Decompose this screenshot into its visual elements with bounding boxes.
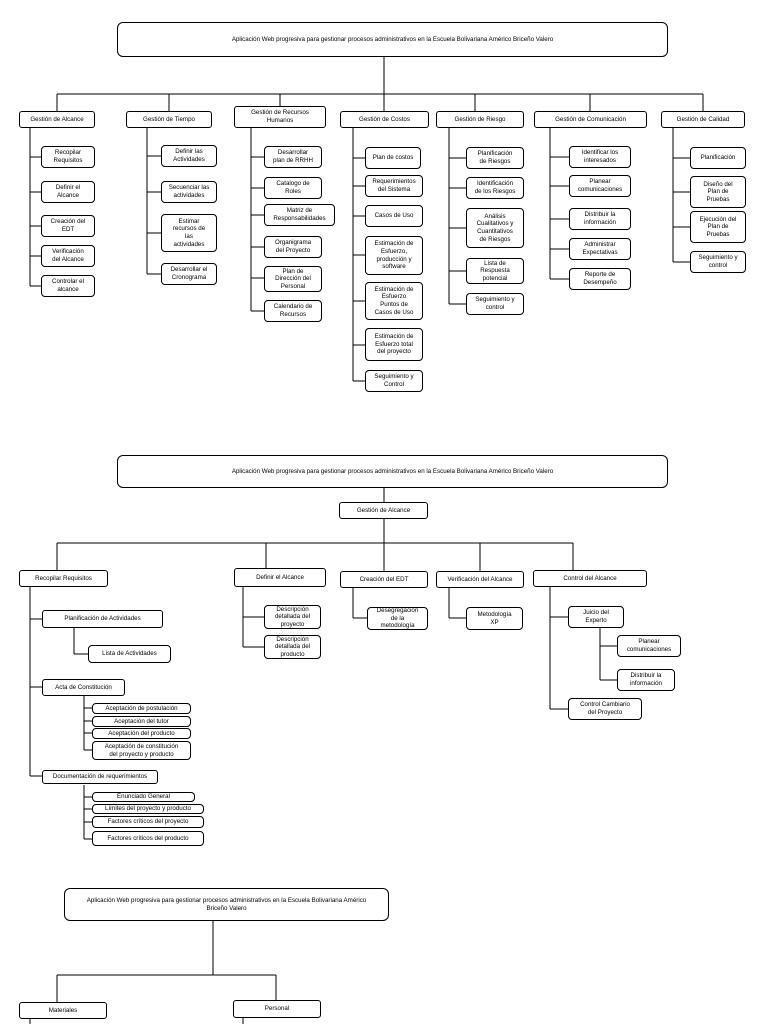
d1-calidad-item: Diseño del Plan de Pruebas (690, 176, 746, 208)
d1-branch-comunicacion: Gestión de Comunicación (534, 111, 647, 128)
d1-comunicacion-item: Administrar Expectativas (569, 238, 631, 260)
d1-branch-costos: Gestión de Costos (340, 111, 429, 128)
d1-rrhh-item: Catalogo de Roles (264, 177, 322, 199)
d1-branch-alcance: Gestión de Alcance (19, 111, 95, 128)
d2-root: Gestión de Alcance (339, 502, 428, 519)
d1-costos-item: Requerimientos del Sistema (365, 175, 423, 197)
d1-costos-item: Seguimiento y Control (365, 370, 423, 392)
d3-branch-materiales: Materiales (19, 1002, 107, 1019)
diagram1-title: Aplicación Web progresiva para gestionar… (117, 22, 668, 57)
d1-tiempo-item: Desarrollar el Cronograma (161, 263, 217, 285)
d1-tiempo-item: Definir las Actividades (161, 145, 217, 167)
d1-tiempo-item: Secuenciar las actividades (161, 181, 217, 203)
d1-branch-rrhh: Gestión de Recursos Humanos (234, 106, 326, 128)
d1-costos-item: Estimación de Esfuerzo Puntos de Casos d… (365, 282, 423, 320)
d2-doc-item: Factores críticos del proyecto (92, 816, 204, 828)
d1-alcance-item: Verificación del Alcance (41, 245, 95, 267)
d2-doc-item: Factores críticos del producto (92, 831, 204, 846)
d2-branch-recopilar: Recopilar Requisitos (19, 570, 108, 587)
diagram3-title: Aplicación Web progresiva para gestionar… (64, 888, 389, 921)
d1-riesgo-item: Identificación de los Riesgos (466, 177, 524, 199)
d1-rrhh-item: Plan de Dirección del Personal (264, 266, 322, 292)
d1-alcance-item: Creación del EDT (41, 215, 95, 237)
d1-riesgo-item: Seguimiento y control (466, 293, 524, 315)
d1-costos-item: Estimación de Esfuerzo total del proyect… (365, 328, 423, 361)
d1-alcance-item: Definir el Alcance (41, 181, 95, 203)
d2-verificacion-item: Metodología XP (466, 607, 523, 630)
diagram2-title: Aplicación Web progresiva para gestionar… (117, 455, 668, 488)
d2-juicio: Juicio del Experto (568, 606, 624, 628)
d1-alcance-item: Controlar el alcance (41, 275, 95, 297)
d2-doc-item: Enunciado General (92, 792, 195, 802)
d1-branch-tiempo: Gestión de Tiempo (126, 111, 212, 128)
d1-rrhh-item: Organigrama del Proyecto (264, 236, 322, 258)
d2-control-cambiario: Control Cambiario del Proyecto (568, 698, 642, 720)
d2-acta-item: Aceptación de postulación (92, 703, 191, 714)
d1-riesgo-item: Análisis Cualitativos y Cuantitativos de… (466, 208, 524, 248)
d2-branch-definir: Definir el Alcance (234, 568, 326, 587)
d2-acta-item: Aceptación del producto (92, 728, 191, 739)
d1-tiempo-item: Estimar recursos de las actividades (161, 214, 217, 252)
d1-rrhh-item: Matriz de Responsabilidades (264, 204, 335, 226)
d2-acta: Acta de Constitución (42, 679, 125, 696)
d1-branch-calidad: Gestión de Calidad (661, 111, 745, 128)
d1-calidad-item: Planificación (690, 147, 746, 169)
d2-documentacion: Documentación de requerimientos (42, 770, 158, 784)
d1-riesgo-item: Lista de Respuesta potencial (466, 258, 524, 284)
d1-comunicacion-item: Distribuir la información (569, 208, 631, 230)
d1-comunicacion-item: Reporte de Desempeño (569, 268, 631, 290)
d2-juicio-item: Distribuir la información (617, 669, 675, 691)
d1-riesgo-item: Planificación de Riesgos (466, 147, 524, 169)
d2-branch-verificacion: Verificación del Alcance (436, 571, 524, 588)
d3-branch-personal: Personal (233, 1000, 321, 1018)
d2-creacion-item: Desegregación de la metodología (367, 607, 428, 630)
d2-doc-item: Límites del proyecto y producto (92, 804, 204, 814)
d2-planificacion: Planificación de Actividades (42, 610, 163, 628)
d1-calidad-item: Ejecución del Plan de Pruebas (690, 211, 746, 243)
d2-branch-control: Control del Alcance (533, 570, 647, 587)
d2-acta-item: Aceptación de constitución del proyecto … (92, 741, 191, 760)
d2-definir-item: Descripción detallada del proyecto (264, 605, 321, 629)
d1-rrhh-item: Calendario de Recursos (264, 300, 322, 322)
d1-costos-item: Plan de costos (365, 147, 421, 169)
d2-juicio-item: Planear comunicaciones (617, 635, 681, 657)
d2-lista-actividades: Lista de Actividades (88, 645, 171, 663)
d2-definir-item: Descripción detallada del producto (264, 635, 321, 659)
d1-branch-riesgo: Gestión de Riesgo (436, 111, 524, 128)
d2-branch-creacion: Creación del EDT (340, 571, 428, 588)
d1-alcance-item: Recopilar Requisitos (41, 146, 95, 168)
d1-calidad-item: Seguimiento y control (690, 251, 746, 273)
d1-costos-item: Casos de Uso (365, 205, 423, 227)
d1-comunicacion-item: Identificar los interesados (569, 146, 631, 168)
d1-rrhh-item: Desarrollar plan de RRHH (264, 146, 322, 168)
d2-acta-item: Aceptación del tutor (92, 716, 191, 727)
d1-costos-item: Estimación de Esfuerzo, producción y sof… (365, 236, 423, 275)
d1-comunicacion-item: Planear comunicaciones (569, 175, 631, 197)
